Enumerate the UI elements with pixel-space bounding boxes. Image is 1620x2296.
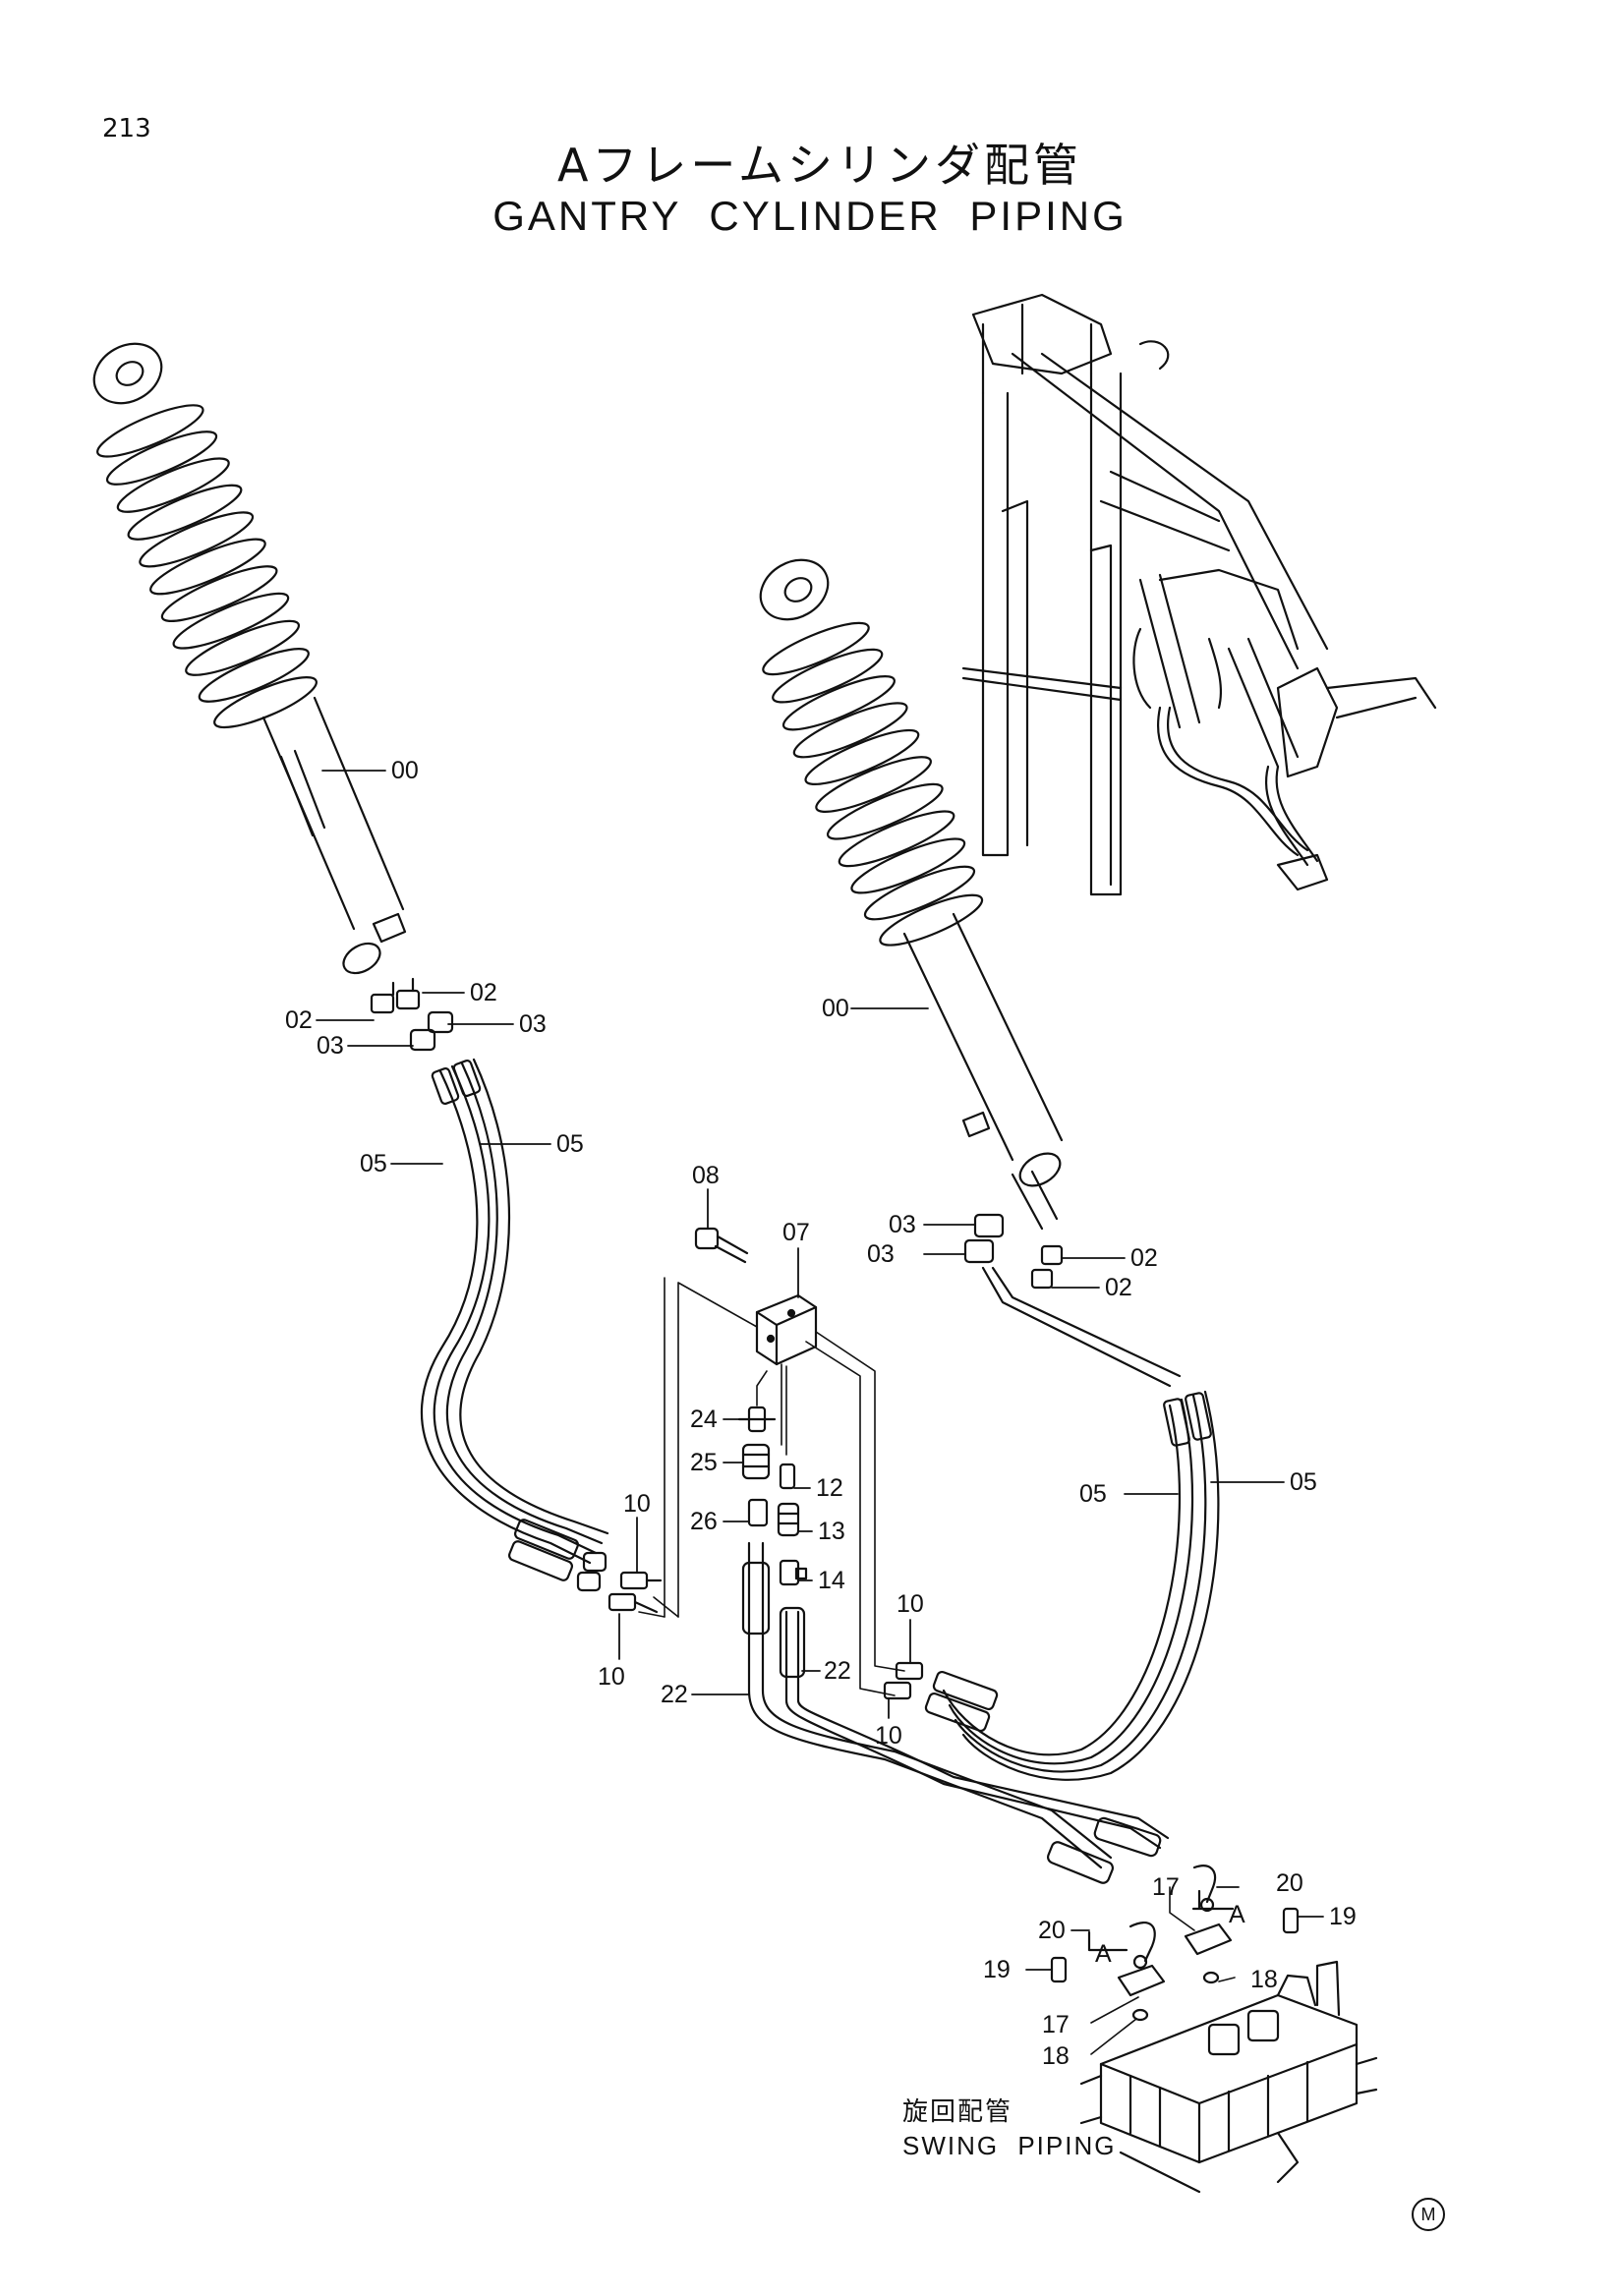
hoses-22 xyxy=(741,1541,1170,1884)
callout-10: 10 xyxy=(875,1722,902,1750)
title-japanese: Aフレームシリンダ配管 xyxy=(556,139,1083,192)
callout-05: 05 xyxy=(360,1150,387,1177)
section-label-english: SWING PIPING xyxy=(902,2131,1117,2160)
right-cylinder xyxy=(759,558,1064,1231)
callout-03: 03 xyxy=(889,1211,916,1238)
callout-03: 03 xyxy=(519,1010,547,1038)
fittings-stack xyxy=(737,1406,808,1586)
swing-piping-parts xyxy=(1050,1865,1378,2194)
callout-labels: 00 02 02 03 03 05 05 08 07 24 25 26 12 1… xyxy=(285,757,1357,2070)
title-english: GANTRY CYLINDER PIPING xyxy=(492,193,1128,239)
callout-22: 22 xyxy=(824,1657,851,1685)
callout-10: 10 xyxy=(623,1490,651,1518)
callout-05: 05 xyxy=(1290,1468,1317,1496)
leader-lines xyxy=(316,770,1324,1971)
callout-02: 02 xyxy=(1105,1274,1132,1301)
left-cylinder xyxy=(92,342,407,975)
left-adapters-10 xyxy=(608,1571,663,1614)
gantry-frame xyxy=(961,293,1437,896)
callout-08: 08 xyxy=(692,1162,720,1189)
callout-A: A xyxy=(1095,1940,1112,1968)
callout-03: 03 xyxy=(317,1032,344,1060)
right-adapters-10 xyxy=(883,1661,924,1700)
right-hoses xyxy=(924,1390,1220,1781)
circled-m-mark: M xyxy=(1412,2198,1445,2231)
callout-02: 02 xyxy=(470,979,497,1006)
section-label-japanese: 旋回配管 xyxy=(902,2097,1013,2127)
callout-12: 12 xyxy=(816,1474,843,1502)
callout-14: 14 xyxy=(818,1567,845,1594)
callout-05: 05 xyxy=(556,1130,584,1158)
callout-02: 02 xyxy=(1130,1244,1158,1272)
callout-20: 20 xyxy=(1038,1917,1066,1944)
guide-lines xyxy=(638,1277,905,1696)
callout-17: 17 xyxy=(1152,1873,1180,1901)
callout-00: 00 xyxy=(822,995,849,1022)
callout-A: A xyxy=(1229,1901,1245,1928)
callout-00: 00 xyxy=(391,757,419,784)
callout-25: 25 xyxy=(690,1449,718,1476)
callout-19: 19 xyxy=(1329,1903,1357,1930)
callout-24: 24 xyxy=(690,1406,718,1433)
callout-20: 20 xyxy=(1276,1869,1303,1897)
page-number: 213 xyxy=(102,114,151,144)
callout-19: 19 xyxy=(983,1956,1011,1983)
callout-05: 05 xyxy=(1079,1480,1107,1508)
callout-10: 10 xyxy=(598,1663,625,1691)
callout-13: 13 xyxy=(818,1518,845,1545)
right-fittings xyxy=(963,1213,1182,1388)
callout-26: 26 xyxy=(690,1508,718,1535)
callout-18: 18 xyxy=(1250,1966,1278,1993)
callout-03: 03 xyxy=(867,1240,895,1268)
callout-10: 10 xyxy=(897,1590,924,1618)
left-fittings xyxy=(370,977,454,1052)
callout-17: 17 xyxy=(1042,2011,1070,2038)
left-hoses xyxy=(420,1058,609,1592)
callout-22: 22 xyxy=(661,1681,688,1708)
callout-18: 18 xyxy=(1042,2042,1070,2070)
callout-02: 02 xyxy=(285,1006,313,1034)
callout-07: 07 xyxy=(782,1219,810,1246)
